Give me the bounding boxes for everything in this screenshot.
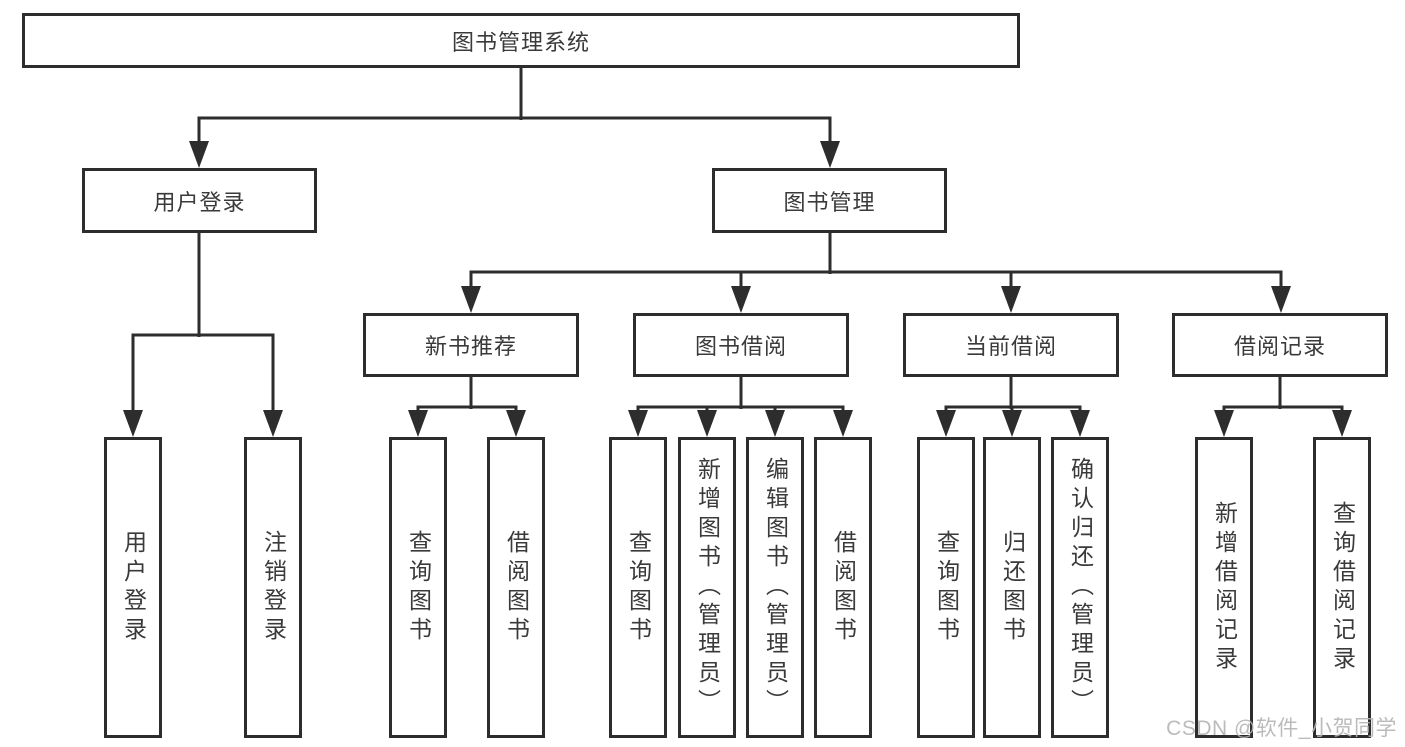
leaf-query-books-newbook: 查询图书	[389, 437, 447, 738]
node-book-borrowing: 图书借阅	[633, 313, 849, 377]
node-borrowing-records: 借阅记录	[1172, 313, 1388, 377]
node-library-system: 图书管理系统	[22, 13, 1020, 68]
leaf-add-books-admin: 新增图书（管理员）	[678, 437, 736, 738]
node-current-borrowing: 当前借阅	[903, 313, 1119, 377]
node-user-login: 用户登录	[82, 168, 317, 233]
leaf-logout: 注销登录	[244, 437, 302, 738]
leaf-user-login: 用户登录	[104, 437, 162, 738]
watermark: CSDN @软件_小贺同学	[1166, 717, 1397, 740]
leaf-return-books: 归还图书	[983, 437, 1041, 738]
leaf-confirm-return-admin: 确认归还（管理员）	[1051, 437, 1109, 738]
leaf-add-borrow-record: 新增借阅记录	[1195, 437, 1253, 738]
leaf-query-books-borrowing: 查询图书	[609, 437, 667, 738]
leaf-query-books-current: 查询图书	[917, 437, 975, 738]
leaf-borrow-books-borrowing: 借阅图书	[814, 437, 872, 738]
leaf-edit-books-admin: 编辑图书（管理员）	[746, 437, 804, 738]
leaf-query-borrow-record: 查询借阅记录	[1313, 437, 1371, 738]
node-book-management: 图书管理	[712, 168, 947, 233]
node-new-book-recommend: 新书推荐	[363, 313, 579, 377]
leaf-borrow-books-newbook: 借阅图书	[487, 437, 545, 738]
